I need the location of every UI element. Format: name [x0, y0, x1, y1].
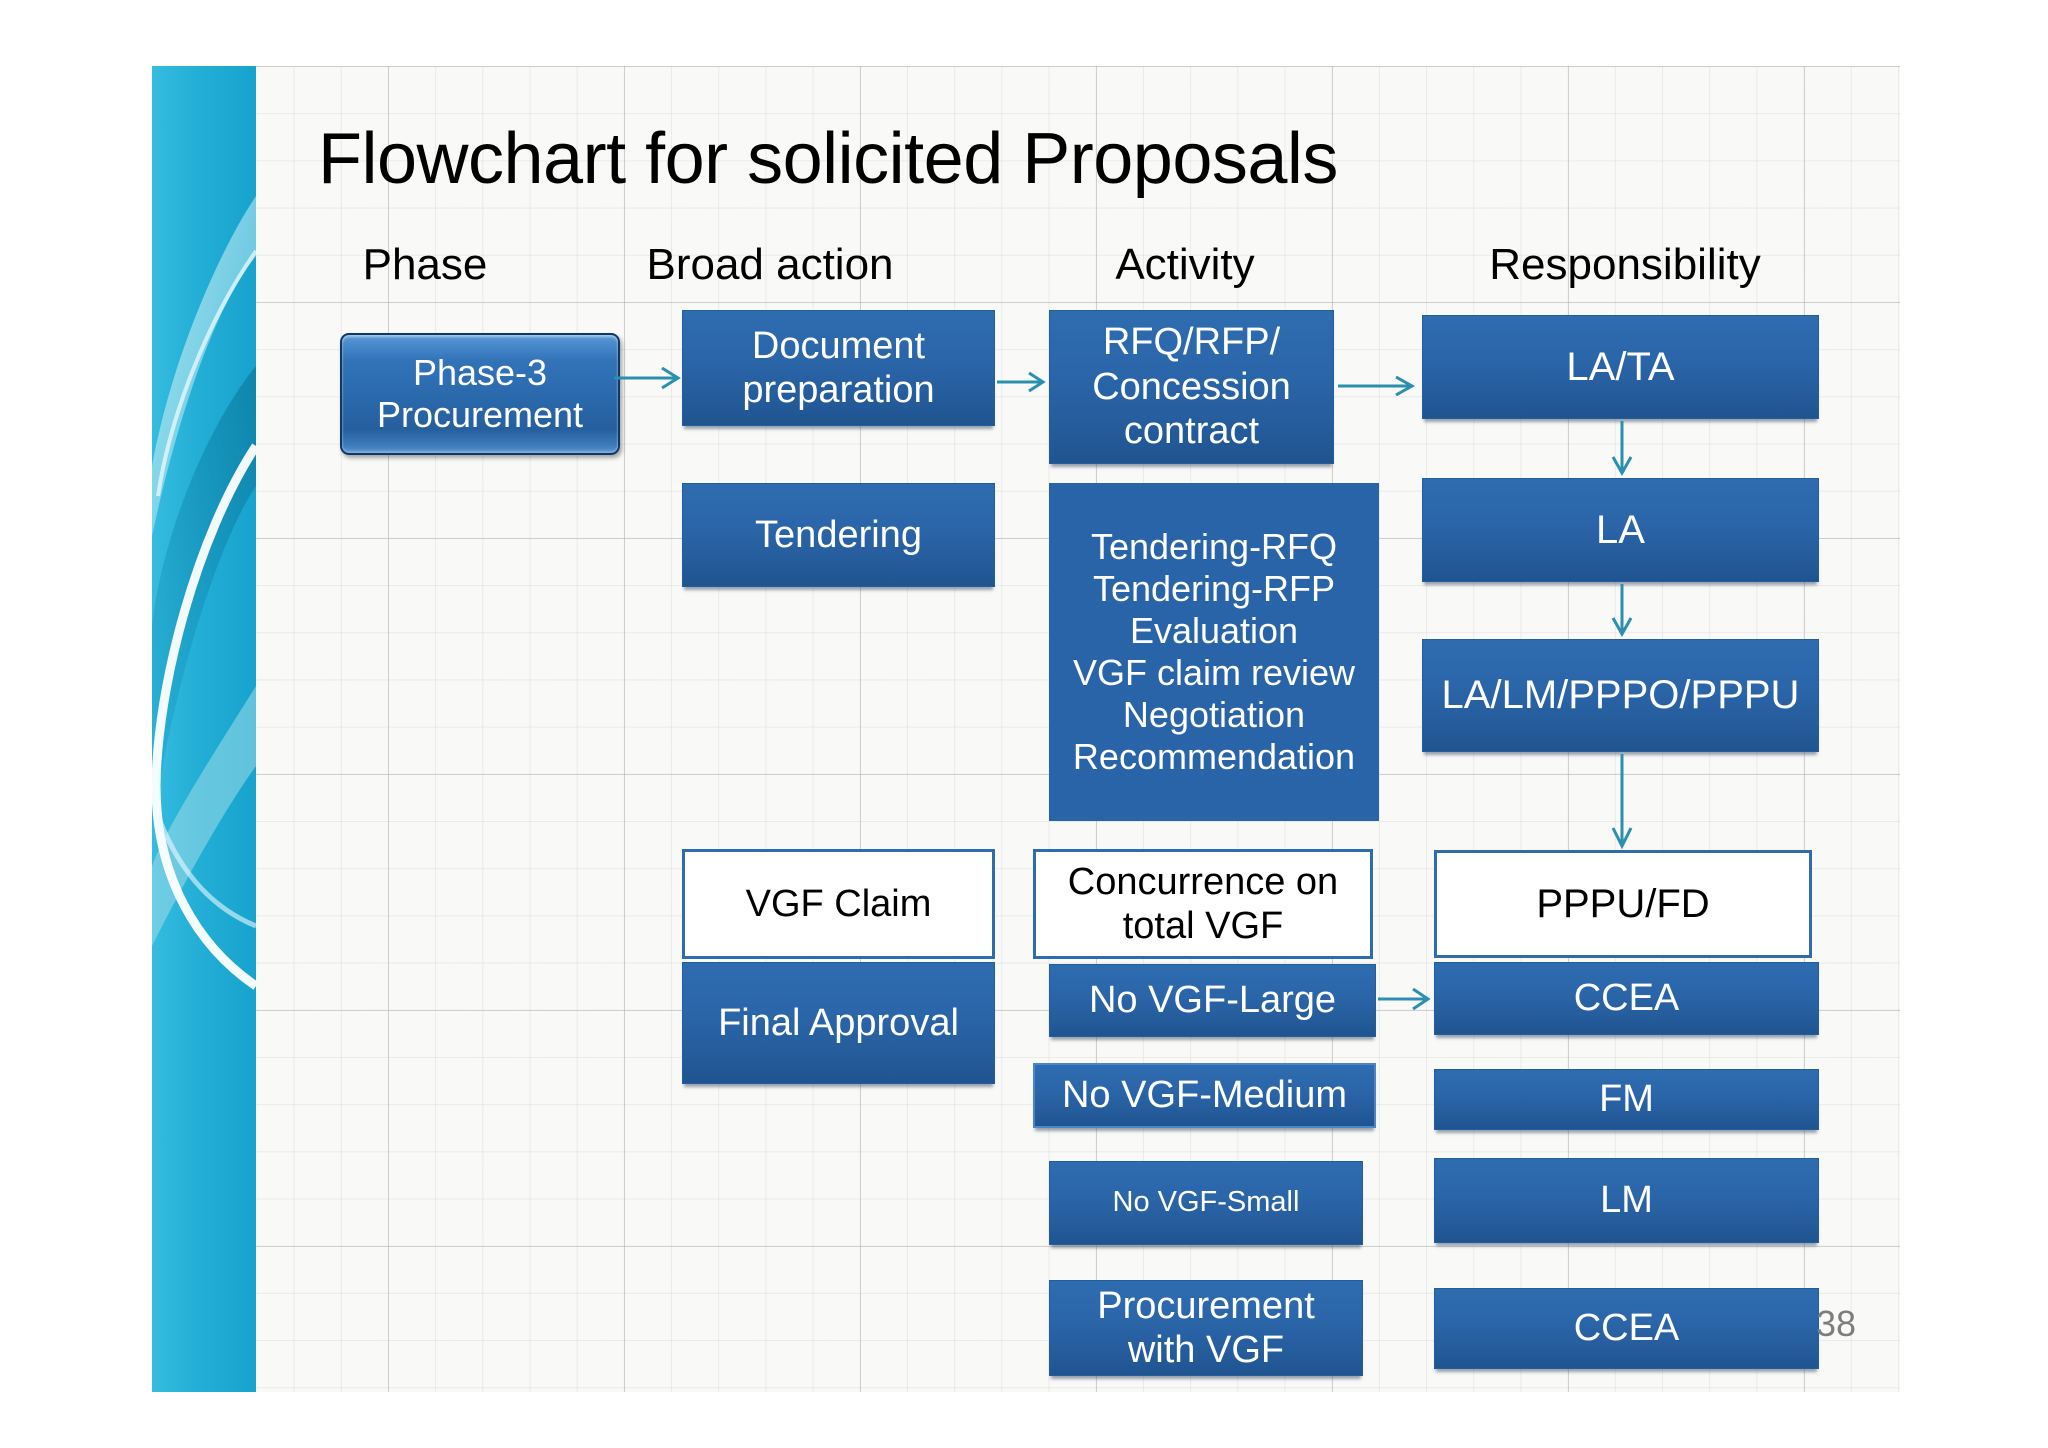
box-tendering[interactable]: Tendering: [682, 483, 995, 587]
decorative-left-band: [152, 66, 256, 1392]
column-header-broad-action: Broad action: [646, 240, 894, 289]
box-vgf-claim[interactable]: VGF Claim: [682, 849, 995, 959]
arrow-novgflarge-to-ccea: [1378, 987, 1431, 1011]
box-final-approval[interactable]: Final Approval: [682, 962, 995, 1084]
arrow-la-to-lalmpppopppu: [1611, 584, 1633, 638]
arrow-phase3-to-document: [614, 366, 681, 390]
box-fm[interactable]: FM: [1434, 1069, 1819, 1130]
arrow-lalmpppopppu-to-pppufd: [1611, 754, 1633, 850]
page-number: 38: [1816, 1303, 1857, 1344]
arrow-document-to-rfq: [997, 371, 1046, 393]
arrow-rfq-to-lata: [1338, 375, 1416, 397]
box-lm[interactable]: LM: [1434, 1158, 1819, 1243]
box-la-lm-pppo-pppu[interactable]: LA/LM/PPPO/PPPU: [1422, 639, 1819, 752]
arrow-lata-to-la: [1611, 421, 1633, 477]
box-no-vgf-large[interactable]: No VGF-Large: [1049, 964, 1376, 1037]
column-header-responsibility: Responsibility: [1489, 240, 1761, 289]
column-header-activity: Activity: [1115, 240, 1255, 289]
box-pppu-fd[interactable]: PPPU/FD: [1434, 850, 1812, 958]
column-header-phase: Phase: [362, 240, 488, 289]
box-no-vgf-medium[interactable]: No VGF-Medium: [1033, 1063, 1376, 1128]
box-la[interactable]: LA: [1422, 478, 1819, 582]
left-band-graphic: [152, 66, 256, 1392]
box-no-vgf-small[interactable]: No VGF-Small: [1049, 1161, 1363, 1245]
box-ccea-procurement[interactable]: CCEA: [1434, 1288, 1819, 1369]
box-la-ta[interactable]: LA/TA: [1422, 315, 1819, 419]
box-ccea-large[interactable]: CCEA: [1434, 962, 1819, 1035]
page-title: Flowchart for solicited Proposals: [318, 119, 1338, 199]
